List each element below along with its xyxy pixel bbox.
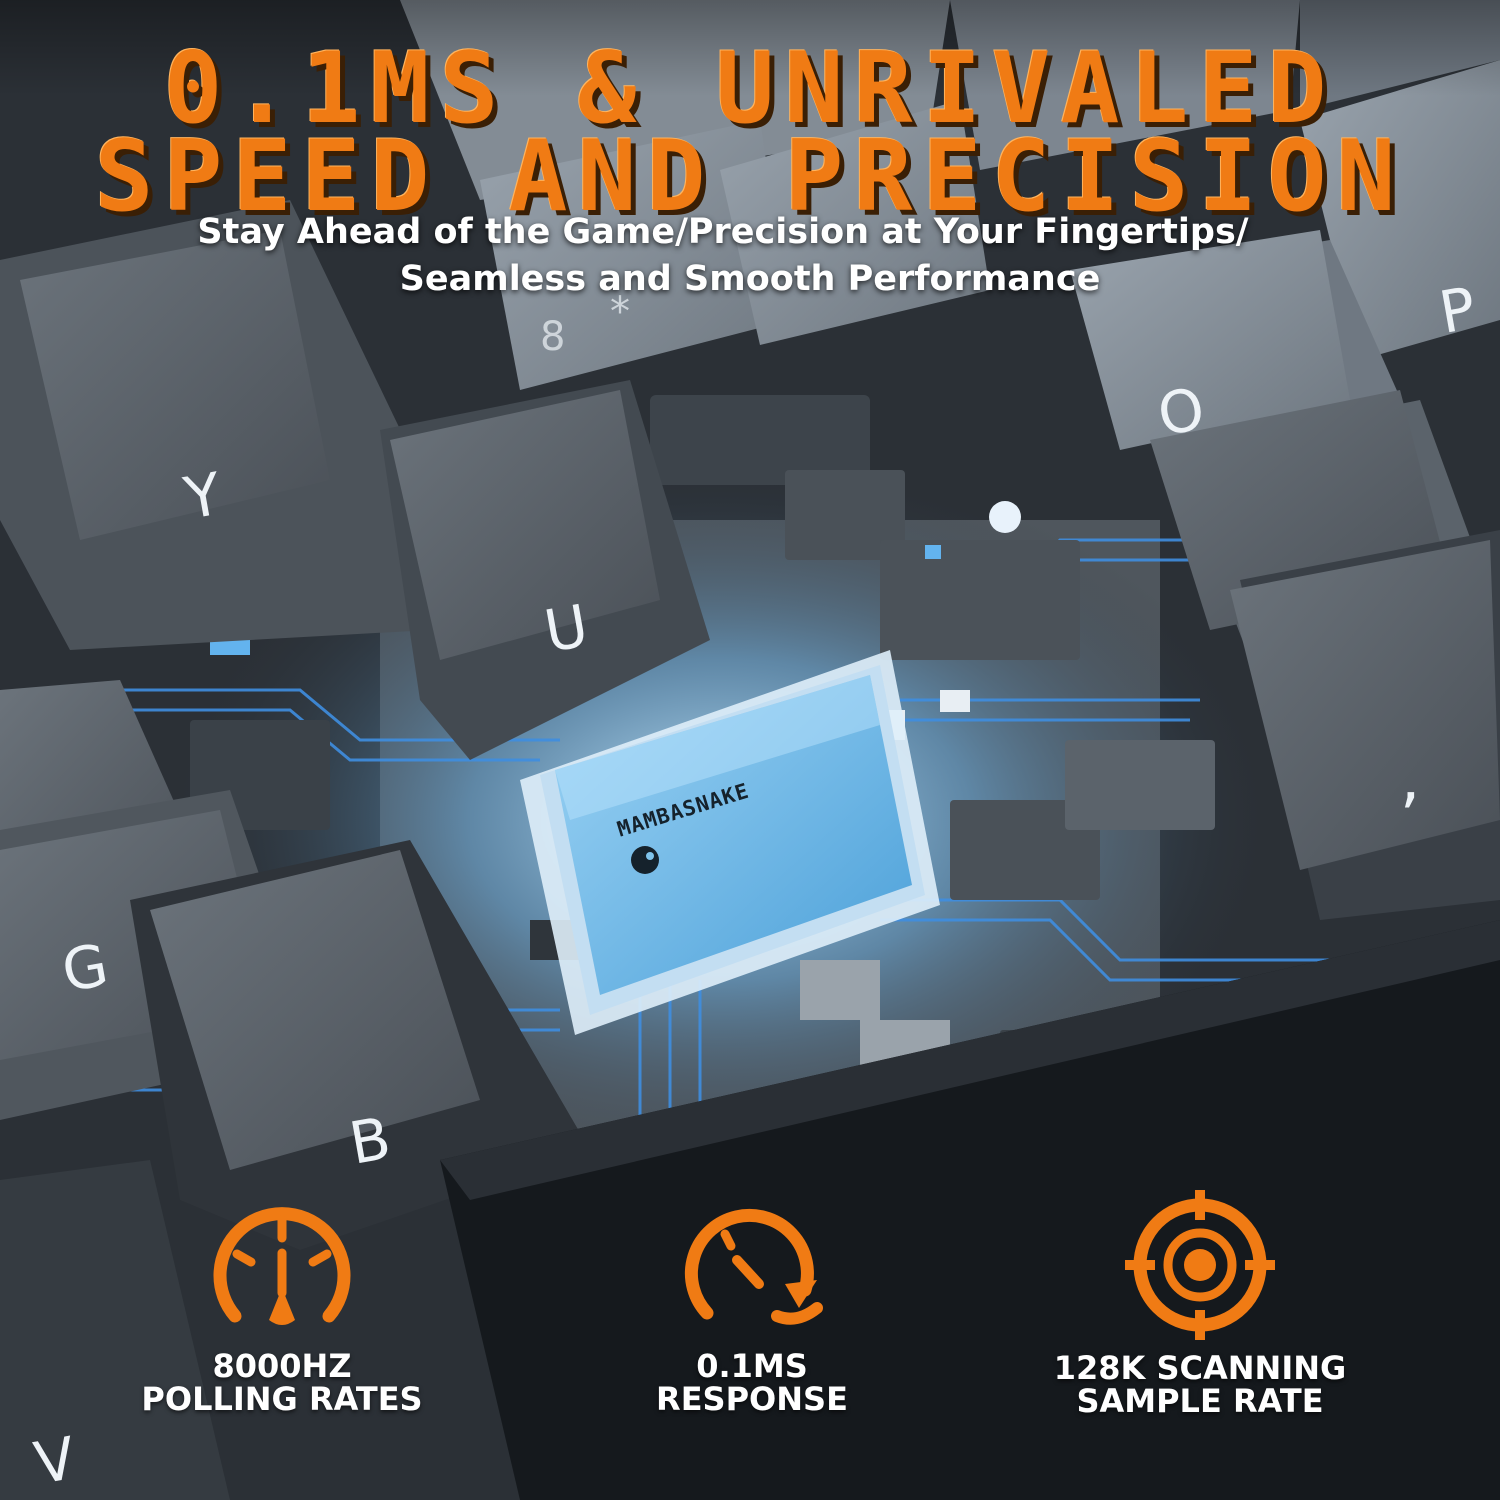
feature-scanning-rate-caption: SAMPLE RATE: [1076, 1382, 1324, 1421]
feature-scanning-rate: 128K SCANNING SAMPLE RATE: [1020, 1190, 1380, 1419]
crosshair-target-icon: [1125, 1190, 1275, 1340]
feature-polling-rate: 8000HZ POLLING RATES: [102, 1198, 462, 1417]
feature-polling-rate-value: 8000HZ: [212, 1347, 352, 1385]
feature-response-time-value: 0.1MS: [696, 1347, 808, 1385]
feature-polling-rate-caption: POLLING RATES: [141, 1380, 423, 1419]
headline-line-1: 0.1MS & UNRIVALED: [163, 32, 1337, 146]
mambasnake-chip: [520, 650, 940, 1035]
feature-polling-rate-text: 8000HZ POLLING RATES: [102, 1347, 462, 1419]
subheadline-line-2: Seamless and Smooth Performance: [399, 259, 1101, 299]
mambasnake-logo-icon: [631, 846, 659, 874]
stopwatch-refresh-icon: [684, 1208, 823, 1325]
feature-scanning-rate-text: 128K SCANNING SAMPLE RATE: [1020, 1349, 1380, 1421]
feature-response-time-caption: RESPONSE: [656, 1380, 848, 1419]
subheadline-line-1: Stay Ahead of the Game/Precision at Your…: [197, 212, 1249, 252]
speedometer-icon: [213, 1207, 351, 1325]
keycap-eight: 8: [540, 314, 565, 360]
feature-response-time: 0.1MS RESPONSE: [572, 1198, 932, 1417]
headline-line-2: SPEED AND PRECISION: [94, 120, 1406, 234]
feature-scanning-rate-value: 128K SCANNING: [1053, 1349, 1347, 1387]
keycap-comma: ,: [1400, 742, 1420, 816]
top-shade: [0, 0, 1500, 320]
feature-response-time-text: 0.1MS RESPONSE: [572, 1347, 932, 1419]
